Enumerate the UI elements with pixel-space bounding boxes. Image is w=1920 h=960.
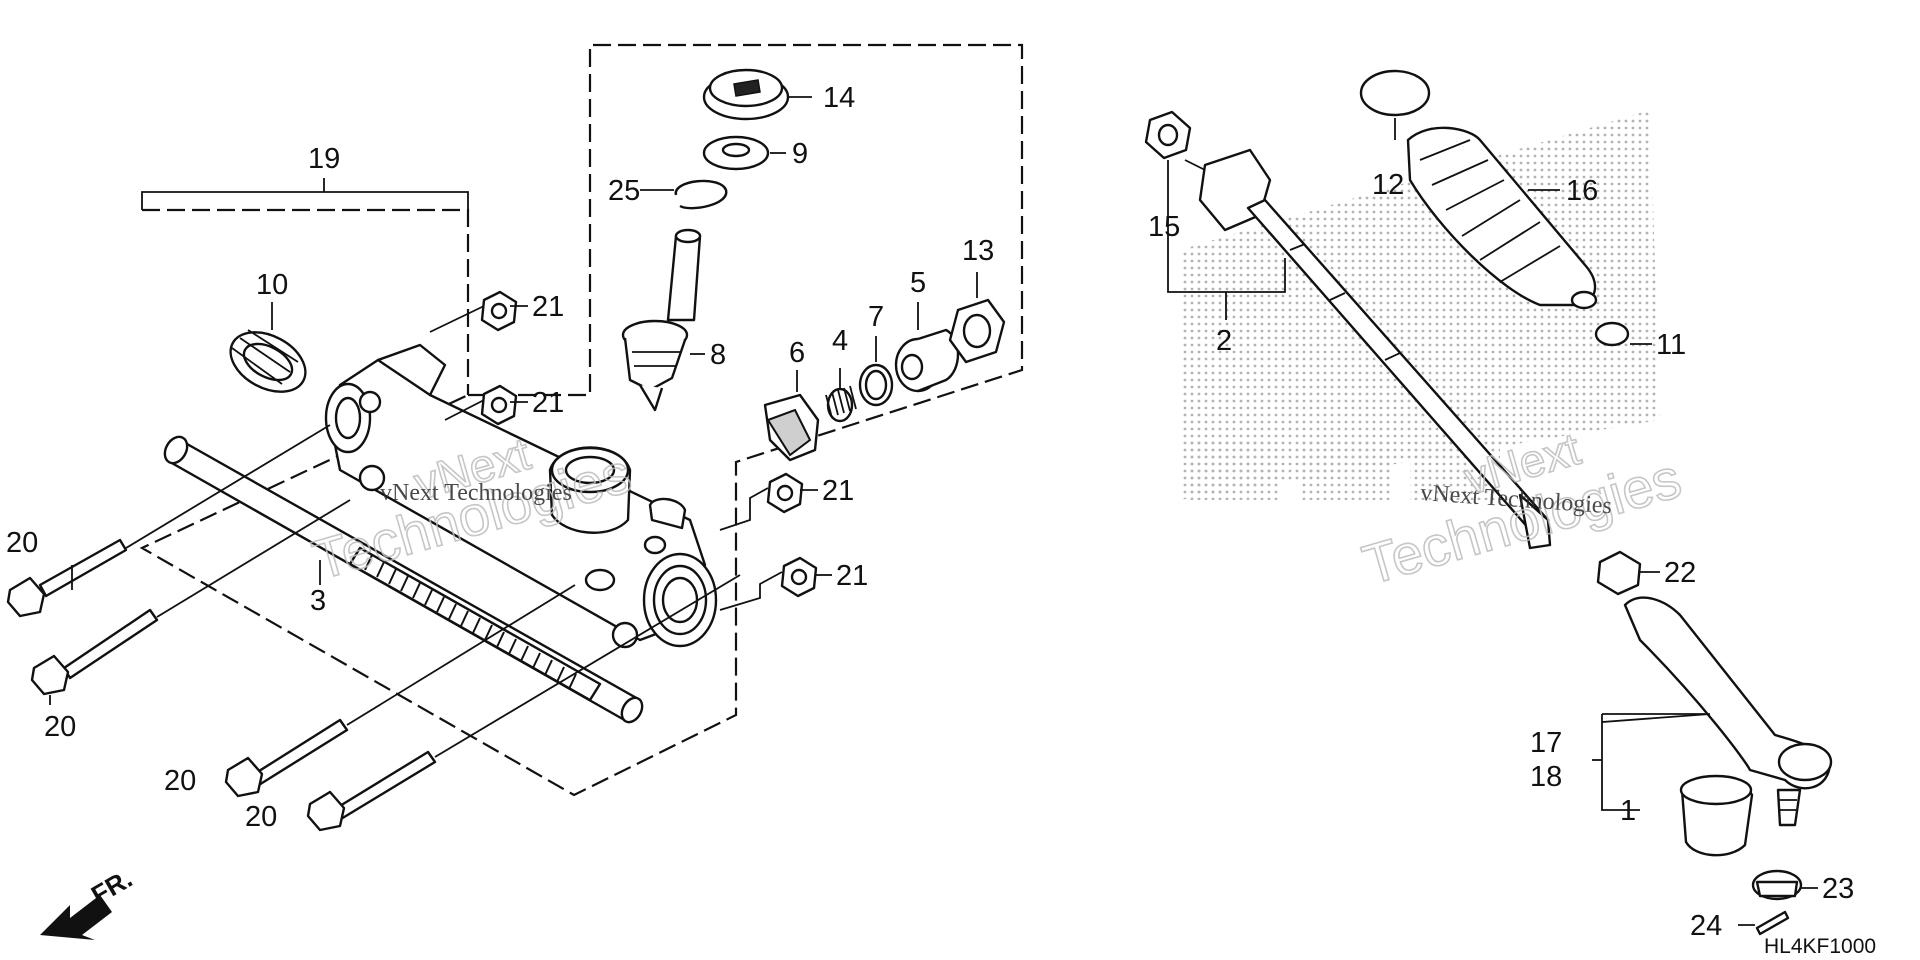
front-direction-arrow: FR.	[40, 863, 137, 940]
bolt-20-c	[224, 718, 349, 798]
o-ring-part-7	[858, 363, 894, 407]
castle-nut-part-23	[1751, 869, 1803, 901]
spring-part-4	[825, 385, 857, 423]
washer-part-9	[702, 135, 770, 171]
locknut-part-22	[1596, 550, 1642, 596]
pinion-shaft-part-8	[621, 228, 702, 412]
diagram-code: HL4KF1000	[1764, 935, 1876, 958]
callout-1: 1	[1620, 795, 1636, 827]
callout-2: 2	[1216, 325, 1232, 357]
clip-part-11	[1594, 321, 1630, 347]
snap-ring-part-25	[674, 179, 728, 210]
callout-12: 12	[1372, 169, 1404, 201]
nut-21-b	[480, 384, 518, 426]
callout-21-a: 21	[532, 291, 564, 323]
callout-3: 3	[310, 585, 326, 617]
callout-21-c: 21	[822, 475, 854, 507]
callout-14: 14	[823, 82, 855, 114]
callout-labels: 14 9 25 8 21 21 21 21 6 4 7 5 13 19 10 3…	[6, 82, 1854, 942]
bolt-20-b	[30, 608, 159, 696]
callout-24: 24	[1690, 910, 1722, 942]
callout-20-b: 20	[44, 711, 76, 743]
dust-seal-part-14	[702, 68, 790, 121]
leader-lines	[49, 96, 1818, 926]
tie-rod-inner-part-2	[1184, 148, 1552, 550]
nut-21-c	[766, 472, 804, 514]
callout-19: 19	[308, 143, 340, 175]
callout-21-b: 21	[532, 387, 564, 419]
callout-6: 6	[789, 337, 805, 369]
callout-8: 8	[710, 339, 726, 371]
callout-22: 22	[1664, 557, 1696, 589]
gear-housing-part	[324, 343, 718, 649]
nut-part-15	[1144, 110, 1192, 160]
callout-21-d: 21	[836, 560, 868, 592]
callout-23: 23	[1822, 873, 1854, 905]
dust-seal-part-1	[1679, 774, 1754, 857]
callout-7: 7	[868, 301, 884, 333]
leader-19	[141, 178, 469, 210]
halftone-logo-background	[1180, 110, 1660, 500]
tie-rod-end-part-17-18	[1623, 596, 1833, 827]
rack-shaft-part	[163, 435, 644, 724]
watermark-small-left: vNext Technologies	[380, 480, 572, 506]
rack-guide-part-6	[763, 393, 820, 462]
callout-25: 25	[608, 175, 640, 207]
bolt-20-d	[306, 750, 437, 832]
nut-21-d	[780, 556, 818, 598]
callout-20-c: 20	[164, 765, 196, 797]
callout-5: 5	[910, 267, 926, 299]
rack-bushing-part	[229, 329, 307, 393]
bolt-20-a	[6, 538, 128, 618]
callout-11: 11	[1656, 329, 1686, 361]
nut-alignment-lines	[429, 305, 783, 611]
callout-15: 15	[1148, 211, 1180, 243]
callout-20-d: 20	[245, 801, 277, 833]
callout-18: 18	[1530, 761, 1562, 793]
callout-17: 17	[1530, 727, 1562, 759]
callout-20-a: 20	[6, 527, 38, 559]
adjuster-screw-part-5	[894, 328, 960, 393]
bolt-alignment-lines	[125, 424, 741, 758]
nut-21-a	[480, 290, 518, 332]
clamp-part-12	[1359, 69, 1431, 117]
locknut-part-13	[948, 298, 1006, 364]
callout-4: 4	[832, 325, 848, 357]
callout-13: 13	[962, 235, 994, 267]
cotter-pin-part-24	[1755, 910, 1790, 936]
callout-9: 9	[792, 138, 808, 170]
callout-10: 10	[256, 269, 288, 301]
callout-16: 16	[1566, 175, 1598, 207]
boot-part-16	[1406, 126, 1598, 310]
